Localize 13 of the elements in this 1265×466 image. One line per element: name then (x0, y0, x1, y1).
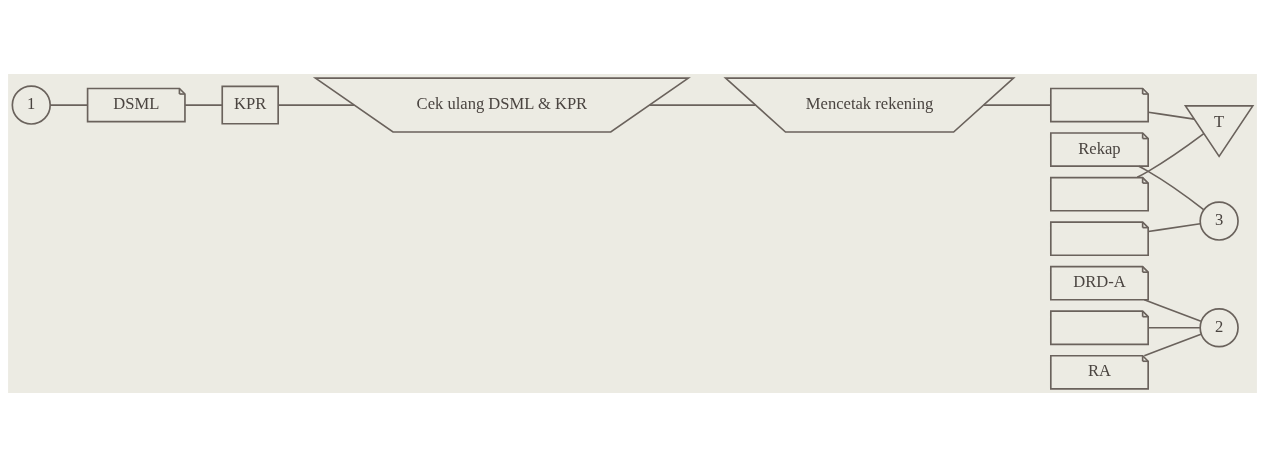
connector (277, 103, 355, 106)
connector (49, 103, 89, 106)
node-box: KPR (221, 85, 279, 125)
connector (983, 103, 1052, 106)
connector (1147, 222, 1202, 232)
connector (1143, 332, 1202, 357)
connector (648, 103, 757, 106)
node-circle: 3 (1199, 200, 1239, 241)
node-circle: 2 (1199, 307, 1239, 347)
connector (1147, 110, 1195, 120)
node-circle: 1 (11, 84, 51, 125)
connector (1147, 326, 1201, 329)
connector (184, 103, 224, 106)
